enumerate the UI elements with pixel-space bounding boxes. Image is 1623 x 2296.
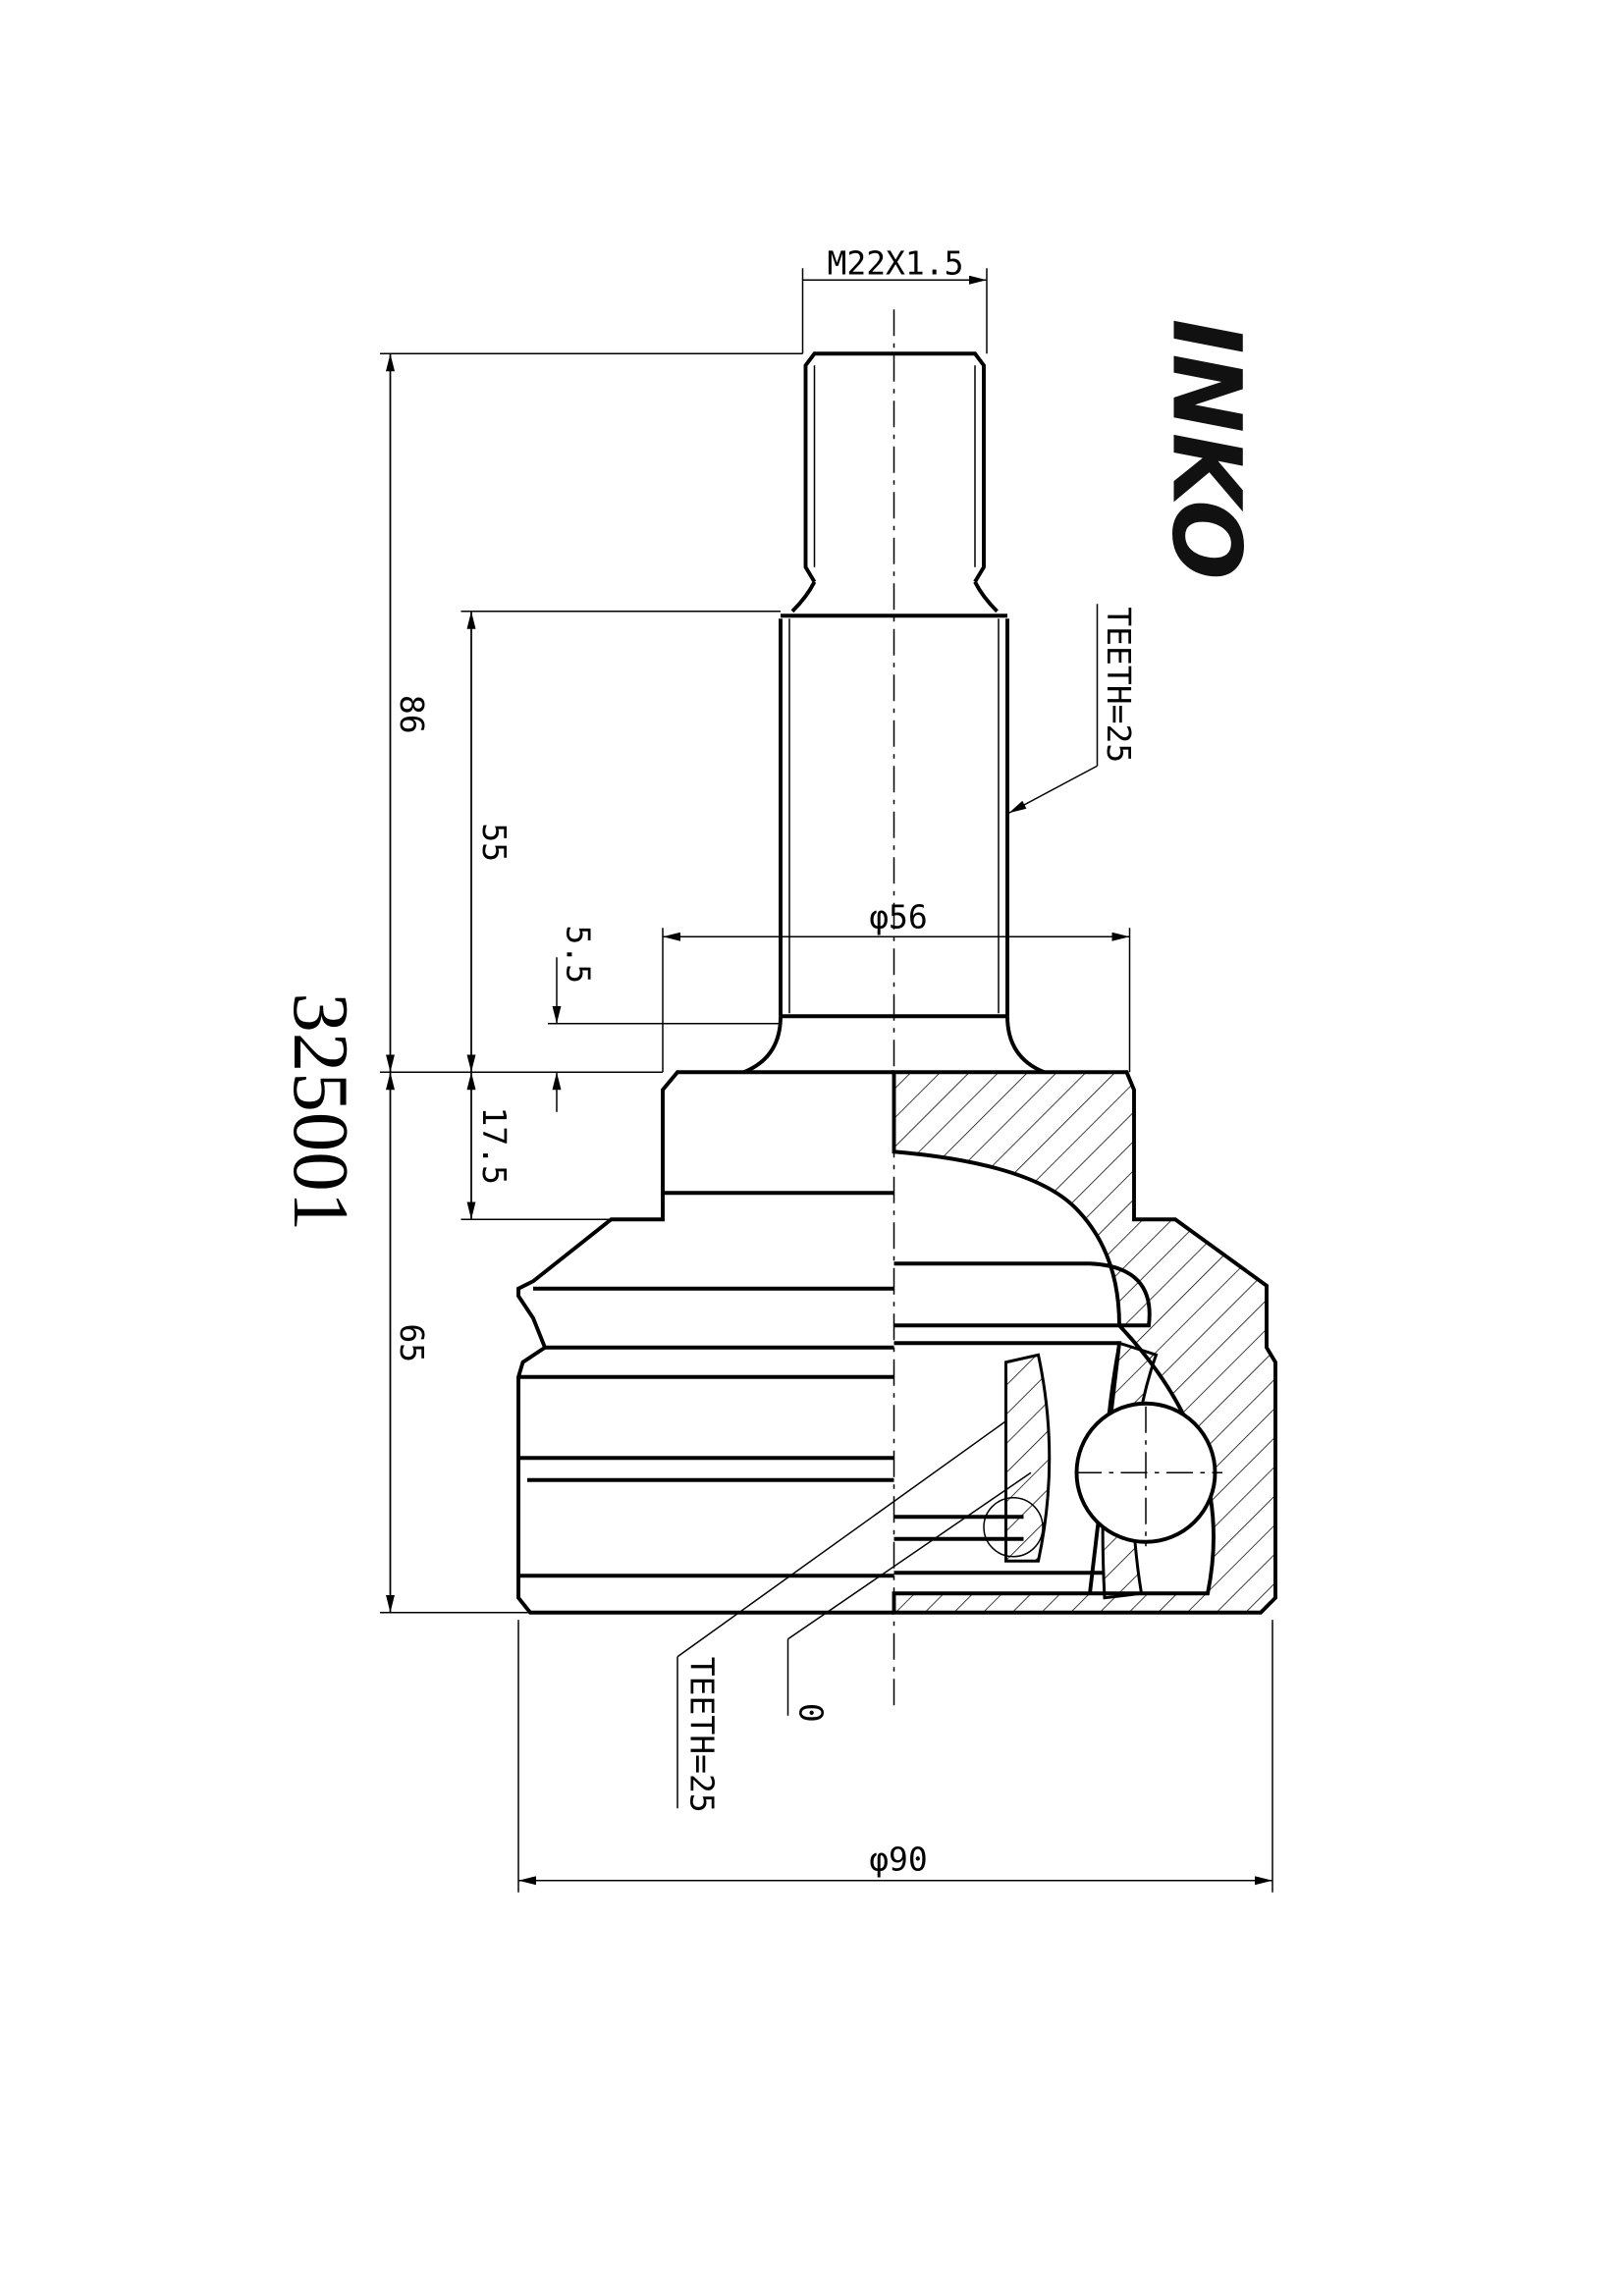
dim-neck: 17.5 — [460, 1072, 663, 1220]
ring-callout: 0 — [786, 1471, 1032, 1723]
teeth-outer-label: TEETH=25 — [1100, 607, 1138, 763]
dim-65-label: 65 — [393, 1323, 431, 1362]
teeth-inner-callout: TEETH=25 — [676, 1420, 1006, 1813]
ring-label: 0 — [792, 1703, 831, 1723]
splined-shaft — [742, 614, 1046, 1075]
dim-55-label: 55 — [475, 823, 514, 862]
dim-17-5-label: 17.5 — [475, 1107, 514, 1185]
threaded-stud — [790, 351, 999, 614]
teeth-outer-callout: TEETH=25 — [1008, 604, 1138, 814]
dim-body-length: 65 — [380, 1072, 530, 1614]
inner-race — [893, 1261, 1159, 1600]
dim-thread-label: M22X1.5 — [827, 243, 963, 282]
dim-thread: M22X1.5 — [801, 243, 988, 354]
housing-bands — [518, 1191, 894, 1578]
dim-shaft-length: 55 — [460, 611, 781, 1073]
inko-logo: INKO — [1152, 319, 1262, 580]
dim-overall-length: 86 — [380, 352, 803, 1073]
part-number: 325001 — [277, 992, 365, 1231]
dim-gap: 5.5 — [548, 925, 781, 1112]
dim-86-label: 86 — [393, 695, 431, 734]
dim-outer-diameter: φ90 — [517, 1620, 1273, 1893]
dim-5-5-label: 5.5 — [560, 925, 598, 984]
dim-seal-diameter: φ56 — [662, 897, 1131, 1073]
housing-outline — [516, 1070, 894, 1615]
dim-phi90-label: φ90 — [869, 1840, 928, 1878]
dim-phi56-label: φ56 — [869, 897, 928, 935]
teeth-inner-label: TEETH=25 — [683, 1657, 722, 1813]
